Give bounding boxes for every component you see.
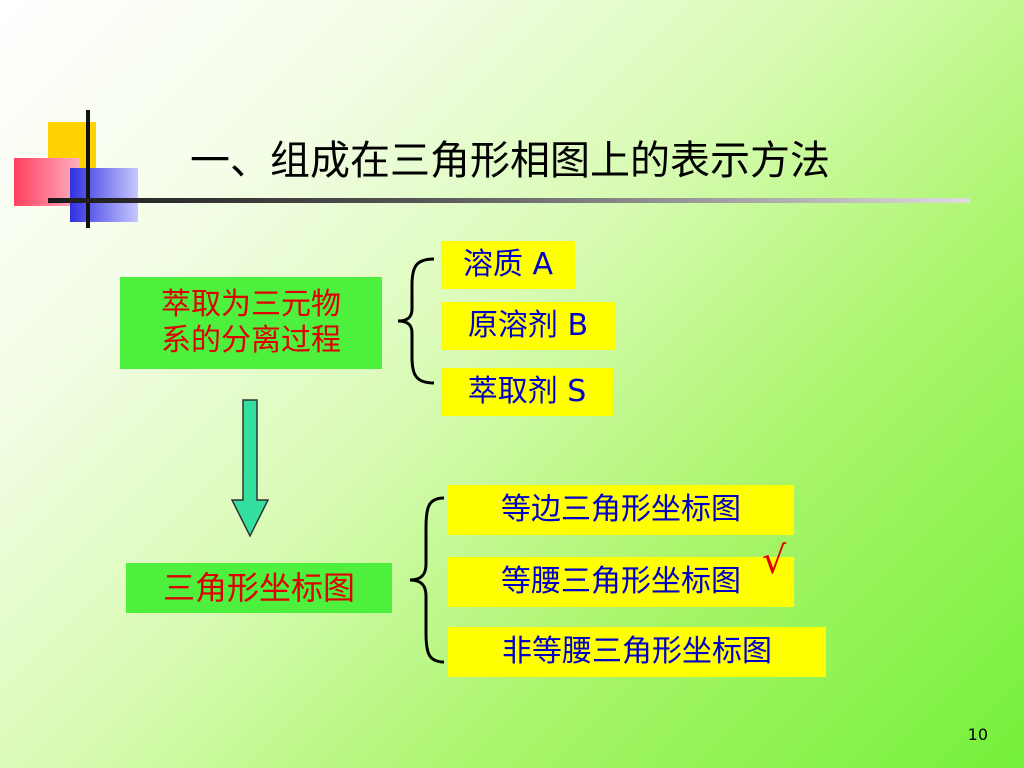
deco-blue-square <box>70 168 138 222</box>
extractant-label: 萃取剂 S <box>467 374 587 409</box>
diagram-type-equilateral: 等边三角形坐标图 <box>448 485 794 535</box>
extractant-box: 萃取剂 S <box>441 368 613 416</box>
extraction-process-box: 萃取为三元物 系的分离过程 <box>120 277 382 369</box>
triangle-diagram-label: 三角形坐标图 <box>162 569 355 607</box>
down-arrow-icon <box>230 399 270 538</box>
diagram-type-label-1: 等边三角形坐标图 <box>501 492 741 527</box>
triangle-diagram-box: 三角形坐标图 <box>126 563 392 613</box>
diagram-type-isosceles: 等腰三角形坐标图 <box>448 557 794 607</box>
slide-title: 一、组成在三角形相图上的表示方法 <box>190 138 830 184</box>
solute-label: 溶质 A <box>462 247 554 282</box>
process-line-2: 系的分离过程 <box>161 323 341 358</box>
diagram-type-scalene: 非等腰三角形坐标图 <box>448 627 826 677</box>
diagram-type-label-3: 非等腰三角形坐标图 <box>502 634 772 669</box>
solvent-label: 原溶剂 B <box>467 308 589 343</box>
page-number: 10 <box>967 725 988 744</box>
deco-vertical-line <box>86 110 90 228</box>
brace-diagram-types <box>409 496 445 664</box>
check-mark-icon: √ <box>762 538 787 582</box>
title-divider <box>48 198 970 203</box>
diagram-type-label-2: 等腰三角形坐标图 <box>501 564 741 599</box>
solute-box: 溶质 A <box>441 241 575 289</box>
solvent-box: 原溶剂 B <box>441 302 615 350</box>
process-line-1: 萃取为三元物 <box>161 287 341 322</box>
brace-components <box>397 257 435 385</box>
